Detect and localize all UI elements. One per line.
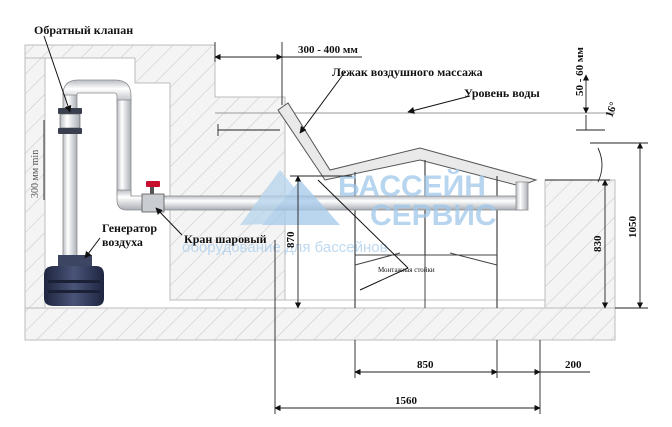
pool-structure bbox=[24, 44, 616, 341]
air-generator bbox=[44, 255, 104, 306]
label-air-generator-1: Генератор bbox=[102, 221, 157, 235]
label-mounting-posts: Монтажная стойки bbox=[378, 266, 435, 274]
watermark-line3: оборудование для бассейнов bbox=[182, 239, 388, 256]
dim-total-height: 1050 bbox=[627, 216, 639, 239]
ball-valve-handle bbox=[146, 181, 160, 187]
watermark-line2: СЕРВИС bbox=[370, 199, 497, 232]
ball-valve bbox=[141, 181, 165, 213]
dim-depth-under-water: 50 - 60 мм bbox=[574, 47, 586, 96]
dim-post-span: 850 bbox=[417, 359, 434, 371]
dim-inner-height: 830 bbox=[592, 235, 604, 252]
dimension-lines bbox=[43, 42, 648, 414]
label-check-valve: Обратный клапан bbox=[34, 23, 133, 37]
watermark-line1: БАССЕЙН bbox=[338, 169, 486, 203]
label-air-massage-bed: Лежак воздушного массажа bbox=[332, 65, 483, 79]
leader-lines bbox=[43, 35, 471, 291]
label-air-generator-2: воздуха bbox=[102, 235, 143, 249]
dim-offset: 300 - 400 мм bbox=[298, 44, 358, 56]
dim-post-height: 870 bbox=[285, 231, 297, 248]
dim-min-height: 300 мм min bbox=[30, 150, 41, 198]
watermark: БАССЕЙН СЕРВИС оборудование для бассейно… bbox=[182, 169, 497, 256]
label-water-level: Уровень воды bbox=[464, 86, 540, 100]
dim-angle: 16° bbox=[604, 100, 621, 119]
dim-total-length: 1560 bbox=[395, 395, 418, 407]
dim-side-offset: 200 bbox=[565, 359, 582, 371]
label-ball-valve: Кран шаровый bbox=[184, 232, 267, 246]
